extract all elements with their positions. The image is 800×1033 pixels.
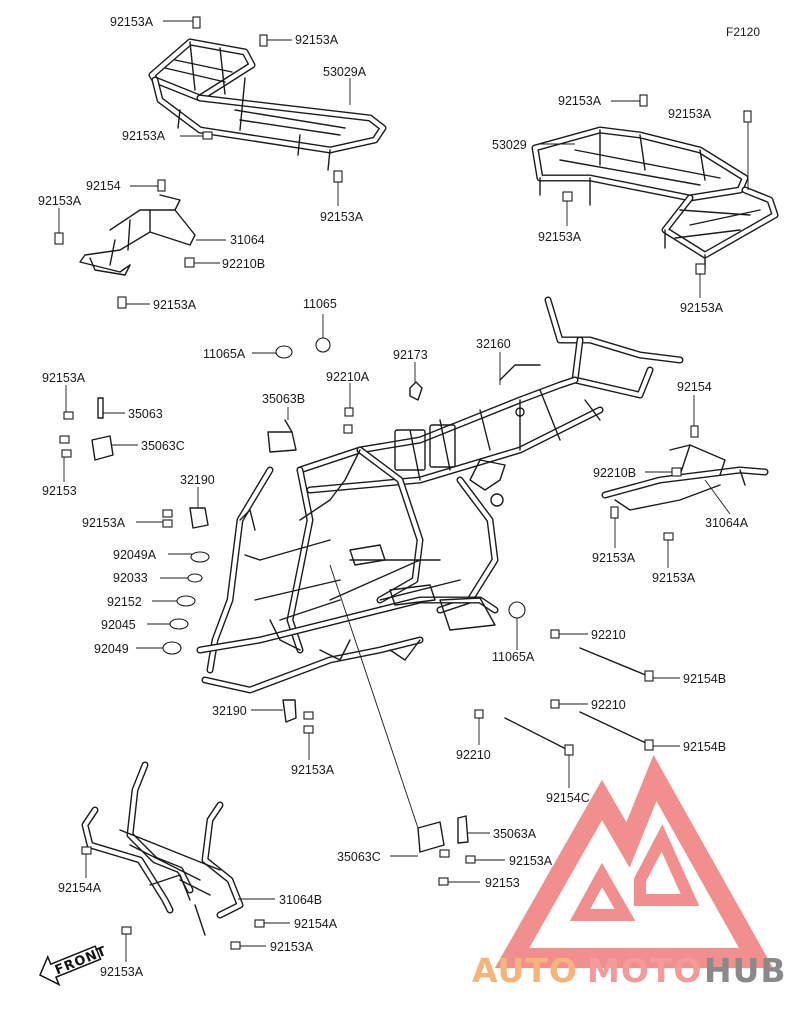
label-11065: 11065 [303, 297, 337, 311]
label-92154b: 92154B [683, 740, 726, 754]
label-92153a: 92153A [122, 129, 166, 143]
label-92210a: 92210A [326, 370, 370, 384]
label-92153a: 92153A [509, 854, 553, 868]
small-parts [54, 16, 752, 950]
label-92153a: 92153A [558, 94, 602, 108]
front-bumper-31064b [81, 761, 244, 936]
label-92153a: 92153A [100, 965, 144, 979]
label-92045: 92045 [101, 618, 136, 632]
label-92153a: 92153A [270, 940, 314, 954]
label-92153a: 92153A [652, 571, 696, 585]
label-32160: 32160 [476, 337, 511, 351]
label-31064b: 31064B [279, 893, 322, 907]
bracket-31064a [601, 444, 769, 511]
label-92153a: 92153A [680, 301, 724, 315]
label-92153a: 92153A [82, 516, 126, 530]
front-arrow: FRONT [39, 944, 109, 987]
label-92210: 92210 [591, 698, 626, 712]
label-92173: 92173 [393, 348, 428, 362]
label-92153a: 92153A [668, 107, 712, 121]
label-92210b: 92210B [593, 466, 636, 480]
watermark-logo [494, 754, 774, 968]
main-frame-32160 [196, 296, 684, 694]
label-92033: 92033 [113, 571, 148, 585]
label-32190: 32190 [180, 473, 215, 487]
front-rack-53029 [531, 126, 779, 269]
label-92154c: 92154C [546, 791, 590, 805]
watermark-moto: MOTO [587, 951, 702, 990]
diagram-code: F2120 [726, 25, 760, 39]
watermark-auto: AUTO [472, 951, 578, 990]
label-32190: 32190 [212, 704, 247, 718]
label-92153a: 92153A [320, 210, 364, 224]
label-92210: 92210 [591, 628, 626, 642]
label-92153a: 92153A [38, 194, 82, 208]
label-35063: 35063 [128, 407, 163, 421]
label-92153a: 92153A [295, 33, 339, 47]
label-35063a: 35063A [493, 827, 537, 841]
bracket-31064 [79, 194, 196, 276]
label-92153a: 92153A [291, 763, 335, 777]
label-92153a: 92153A [153, 298, 197, 312]
label-35063c: 35063C [337, 850, 381, 864]
label-92153a: 92153A [110, 15, 154, 29]
label-92152: 92152 [107, 595, 142, 609]
label-92153a: 92153A [592, 551, 636, 565]
label-53029: 53029 [492, 138, 527, 152]
watermark-text: AUTO MOTO HUB [472, 951, 787, 990]
long-bolts [504, 647, 654, 756]
label-31064: 31064 [230, 233, 265, 247]
part-labels: 92153A 92153A 53029A 92153A 92153A 92154… [38, 15, 749, 979]
watermark-hub: HUB [704, 951, 787, 990]
label-53029a: 53029A [323, 65, 367, 79]
label-92153a: 92153A [42, 371, 86, 385]
label-92210b: 92210B [222, 257, 265, 271]
label-11065a: 11065A [203, 347, 246, 361]
rear-rack-53029a [148, 38, 387, 171]
label-35063b: 35063B [262, 392, 305, 406]
label-92153: 92153 [485, 876, 520, 890]
label-92154b: 92154B [683, 672, 726, 686]
label-92154: 92154 [86, 179, 121, 193]
label-92153a: 92153A [538, 230, 582, 244]
leader-lines [58, 20, 749, 962]
label-35063c: 35063C [141, 439, 185, 453]
label-92154a: 92154A [58, 881, 102, 895]
label-92049: 92049 [94, 642, 129, 656]
label-92210: 92210 [456, 748, 491, 762]
label-92049a: 92049A [113, 548, 157, 562]
label-92154a: 92154A [294, 917, 338, 931]
label-92153: 92153 [42, 484, 77, 498]
label-31064a: 31064A [705, 516, 749, 530]
label-11065a: 11065A [492, 650, 535, 664]
label-92154: 92154 [677, 380, 712, 394]
